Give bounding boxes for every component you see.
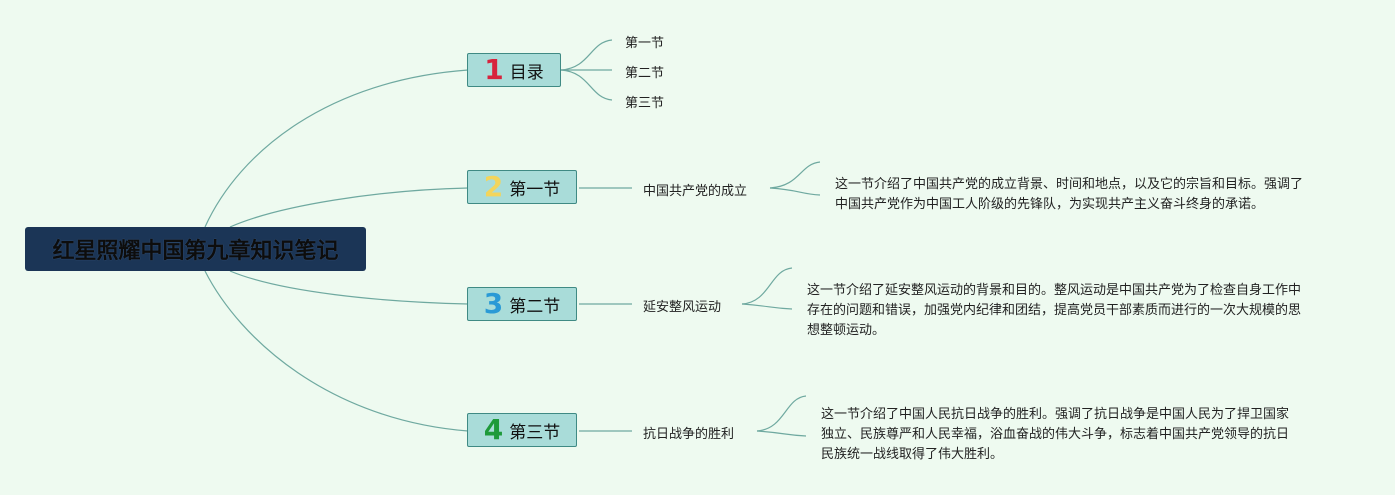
root-node[interactable]: 红星照耀中国第九章知识笔记	[25, 227, 366, 271]
root-title: 红星照耀中国第九章知识笔记	[52, 239, 339, 264]
branch-toc[interactable]: 1 目录	[467, 53, 561, 87]
branch-number: 3	[483, 287, 504, 320]
toc-item-2[interactable]: 第二节	[625, 66, 665, 81]
section-3-topic[interactable]: 抗日战争的胜利	[643, 427, 735, 442]
branch-number: 2	[483, 170, 504, 203]
toc-item-3[interactable]: 第三节	[625, 96, 665, 111]
section-2-detail[interactable]: 这一节介绍了延安整风运动的背景和目的。整风运动是中国共产党为了检查自身工作中存在…	[807, 283, 1302, 338]
branch-label: 第二节	[509, 296, 561, 317]
branch-label: 第三节	[509, 422, 561, 443]
branch-section-2[interactable]: 3 第二节	[467, 287, 577, 321]
branch-section-1[interactable]: 2 第一节	[467, 170, 577, 204]
branch-label: 第一节	[509, 179, 561, 200]
branch-number: 4	[483, 413, 504, 446]
toc-item-1[interactable]: 第一节	[625, 36, 665, 51]
branch-label: 目录	[509, 62, 544, 83]
branch-section-3[interactable]: 4 第三节	[467, 413, 577, 447]
section-1-topic[interactable]: 中国共产党的成立	[643, 184, 748, 199]
section-3-detail[interactable]: 这一节介绍了中国人民抗日战争的胜利。强调了抗日战争是中国人民为了捍卫国家独立、民…	[821, 407, 1290, 462]
section-2-topic[interactable]: 延安整风运动	[643, 300, 722, 315]
section-1-detail[interactable]: 这一节介绍了中国共产党的成立背景、时间和地点，以及它的宗旨和目标。强调了中国共产…	[835, 177, 1304, 212]
branch-number: 1	[484, 53, 504, 86]
